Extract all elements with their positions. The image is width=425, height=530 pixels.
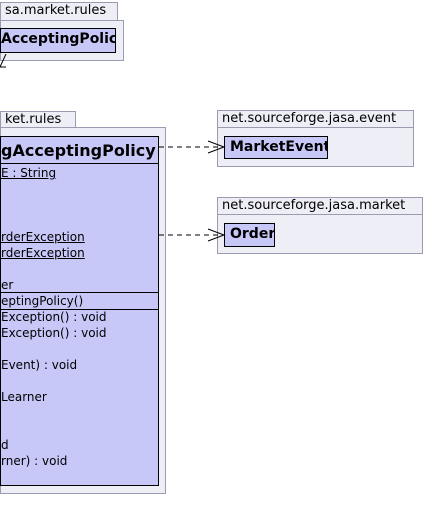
method-line: d <box>1 438 9 452</box>
package-label: net.sourceforge.jasa.market <box>222 198 406 213</box>
class-name: Order <box>230 226 275 242</box>
class-name: MarketEvent <box>230 139 328 155</box>
methods-section: Exception() : void Exception() : void Ev… <box>1 309 158 469</box>
package-label: sa.market.rules <box>5 3 107 18</box>
divider <box>1 292 158 293</box>
generalization-arrow <box>0 53 7 68</box>
dependency-arrowhead-event <box>207 140 226 154</box>
attributes-section: E : String rderException rderException e… <box>1 165 158 293</box>
divider <box>1 309 158 310</box>
package-tab-event: net.sourceforge.jasa.event <box>217 110 414 128</box>
package-tab-market: net.sourceforge.jasa.market <box>217 197 423 215</box>
package-tab-rules-main: ket.rules <box>0 111 76 128</box>
constructor-line: eptingPolicy() <box>1 294 84 308</box>
method-line: Exception() : void <box>1 310 107 324</box>
method-line: Event) : void <box>1 358 78 372</box>
attribute-line: rderException <box>1 246 85 260</box>
package-label: net.sourceforge.jasa.event <box>222 111 397 126</box>
attribute-line: er <box>1 278 14 292</box>
class-title: gAcceptingPolicy <box>1 141 156 160</box>
package-label: ket.rules <box>5 112 62 127</box>
class-order[interactable]: Order <box>224 223 275 247</box>
class-name: AcceptingPolicy <box>1 31 116 47</box>
class-market-event[interactable]: MarketEvent <box>224 136 328 159</box>
method-line: rner) : void <box>1 454 68 468</box>
method-line: Learner <box>1 390 47 404</box>
class-accepting-policy-top[interactable]: AcceptingPolicy <box>0 28 116 53</box>
class-main[interactable]: gAcceptingPolicy E : String rderExceptio… <box>0 136 159 486</box>
attribute-line: E : String <box>1 166 57 180</box>
divider <box>1 163 158 164</box>
method-line: Exception() : void <box>1 326 107 340</box>
constructors-section: eptingPolicy() <box>1 293 158 309</box>
attribute-line: rderException <box>1 230 85 244</box>
dependency-arrowhead-order <box>207 228 226 242</box>
package-tab-rules-top: sa.market.rules <box>0 2 118 21</box>
